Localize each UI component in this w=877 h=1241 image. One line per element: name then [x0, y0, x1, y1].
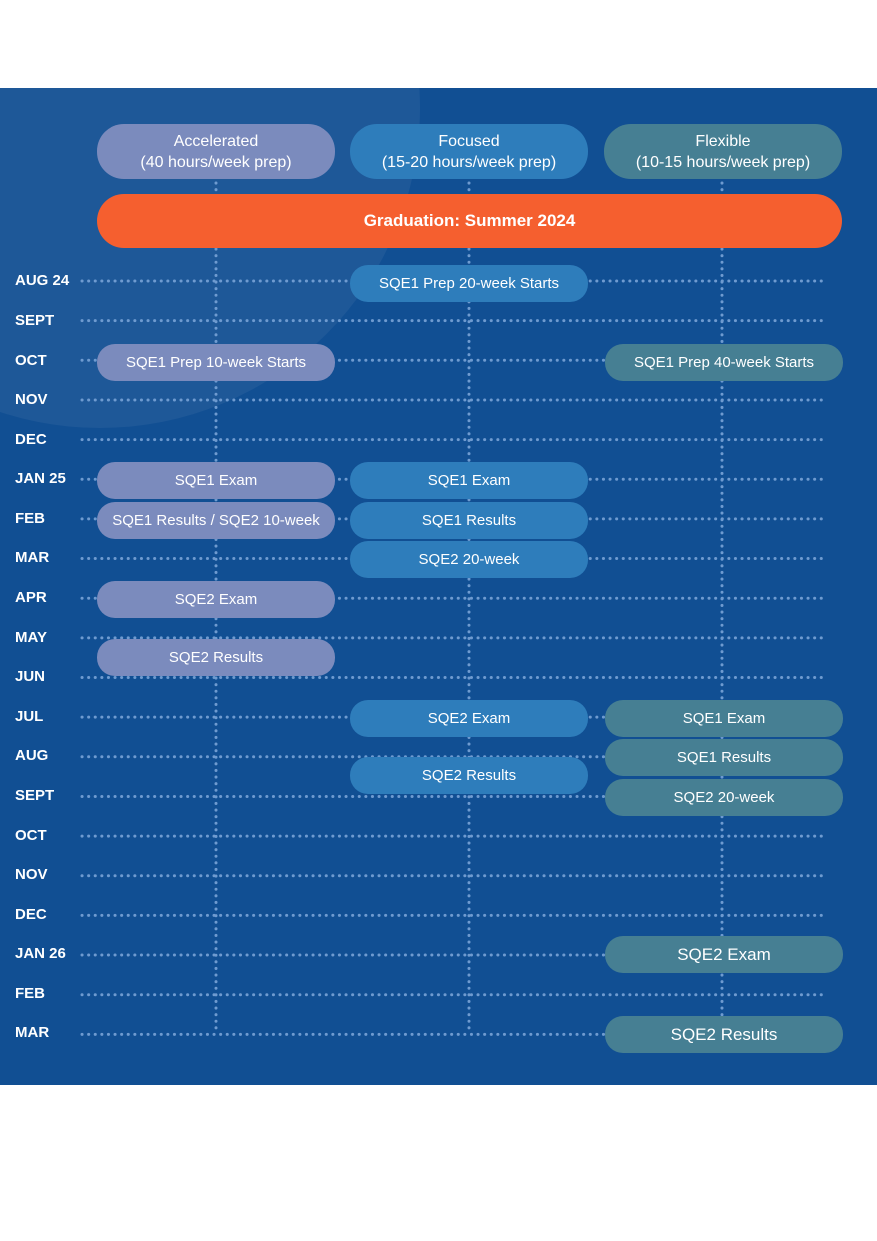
column-header-accelerated: Accelerated (40 hours/week prep)	[97, 124, 335, 179]
month-label: MAY	[15, 629, 47, 646]
event-sqe2-results: SQE2 Results	[97, 639, 335, 676]
event-sqe2-exam: SQE2 Exam	[350, 700, 588, 737]
event-sqe1-exam: SQE1 Exam	[350, 462, 588, 499]
month-label: NOV	[15, 391, 48, 408]
month-label: APR	[15, 589, 47, 606]
month-label: FEB	[15, 510, 45, 527]
graduation-banner: Graduation: Summer 2024	[97, 194, 842, 248]
column-subtitle: (15-20 hours/week prep)	[381, 153, 557, 171]
month-label: JAN 25	[15, 470, 66, 487]
month-label: FEB	[15, 985, 45, 1002]
column-header-focused: Focused (15-20 hours/week prep)	[350, 124, 588, 179]
month-label: AUG 24	[15, 272, 70, 289]
column-name: Accelerated	[173, 132, 259, 150]
month-label: DEC	[15, 906, 47, 923]
event-sqe2-exam: SQE2 Exam	[97, 581, 335, 618]
column-header-flexible: Flexible (10-15 hours/week prep)	[604, 124, 842, 179]
event-sqe1-exam: SQE1 Exam	[605, 700, 843, 737]
event-sqe2-results: SQE2 Results	[605, 1016, 843, 1053]
month-label: MAR	[15, 549, 50, 566]
column-name: Flexible	[695, 132, 751, 150]
month-label: DEC	[15, 431, 47, 448]
event-sqe1-prep-20-week: SQE1 Prep 20-week Starts	[350, 265, 588, 302]
month-label: AUG	[15, 747, 49, 764]
event-sqe1-results: SQE1 Results	[605, 739, 843, 776]
event-sqe1-results: SQE1 Results	[350, 502, 588, 539]
event-sqe2-results: SQE2 Results	[350, 757, 588, 794]
column-name: Focused	[438, 132, 500, 150]
event-sqe1-results-sqe2-10-week: SQE1 Results / SQE2 10-week	[97, 502, 335, 539]
month-label: SEPT	[15, 787, 55, 804]
column-subtitle: (10-15 hours/week prep)	[635, 153, 811, 171]
month-label: SEPT	[15, 312, 55, 329]
event-sqe2-exam: SQE2 Exam	[605, 936, 843, 973]
event-sqe1-exam: SQE1 Exam	[97, 462, 335, 499]
month-label: OCT	[15, 352, 47, 369]
event-sqe2-20-week: SQE2 20-week	[605, 779, 843, 816]
event-sqe1-prep-40-week: SQE1 Prep 40-week Starts	[605, 344, 843, 381]
month-label: MAR	[15, 1024, 50, 1041]
month-label: JUL	[15, 708, 44, 725]
month-label: NOV	[15, 866, 48, 883]
month-label: OCT	[15, 827, 47, 844]
column-subtitle: (40 hours/week prep)	[140, 153, 292, 171]
event-sqe2-20-week: SQE2 20-week	[350, 541, 588, 578]
event-sqe1-prep-10-week: SQE1 Prep 10-week Starts	[97, 344, 335, 381]
month-label: JUN	[15, 668, 46, 685]
timeline-panel: Accelerated (40 hours/week prep) Focused (…	[0, 88, 877, 1085]
month-label: JAN 26	[15, 945, 66, 962]
